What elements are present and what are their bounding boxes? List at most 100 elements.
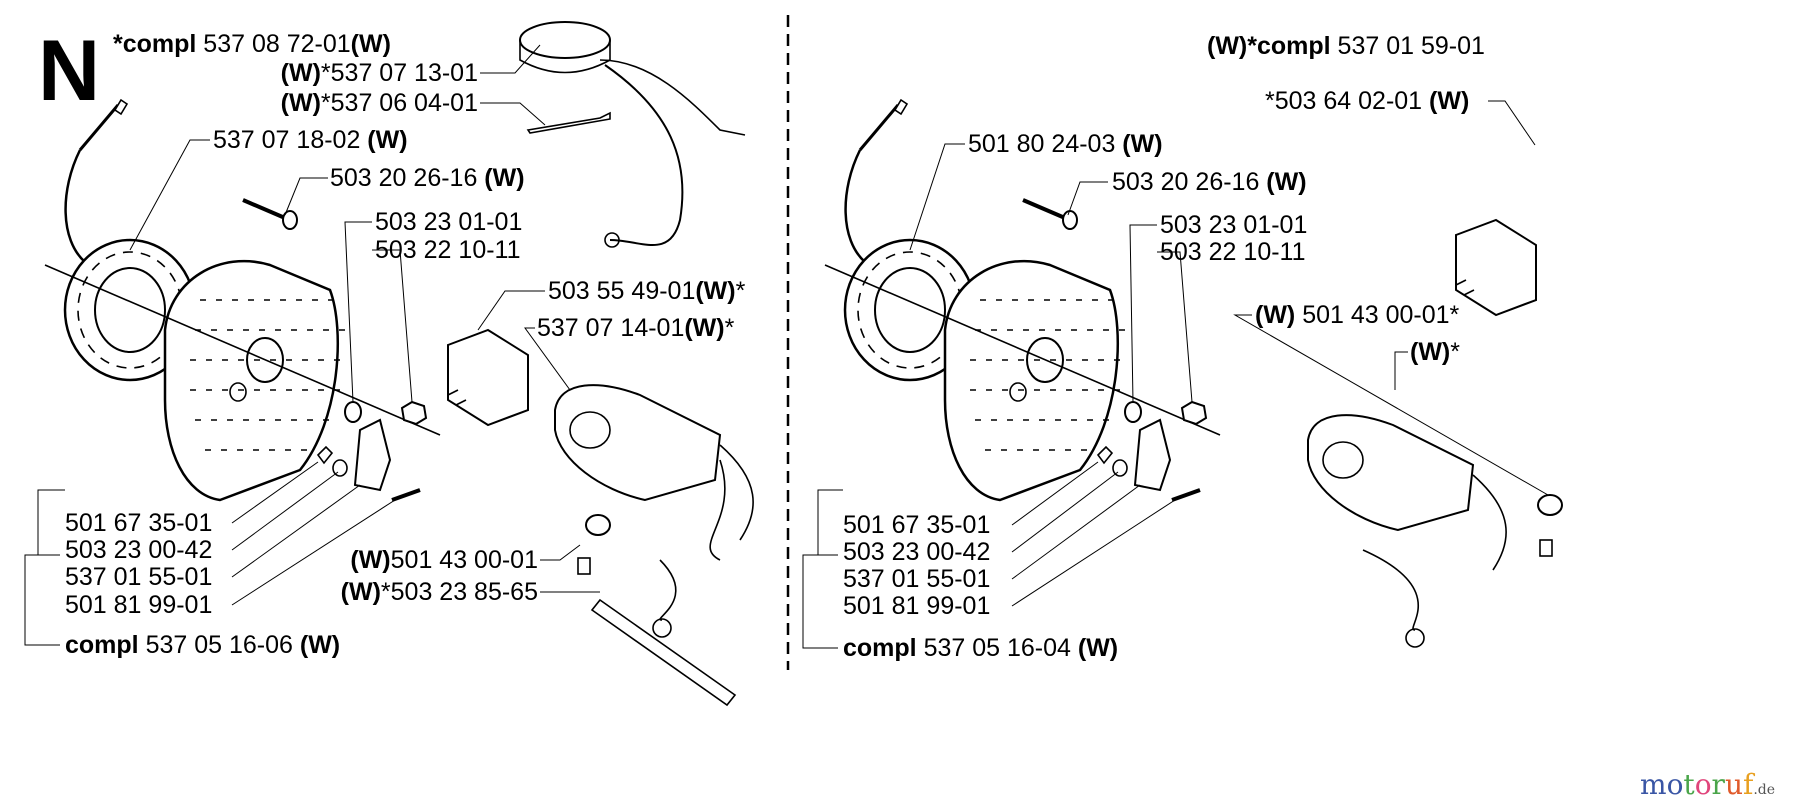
part-number-label: 503 23 01-01 [375,208,522,236]
label-text-part: 503 23 00-42 [65,536,213,564]
ignition-module-small-left [554,384,754,638]
label-text-part: 537 07 14-01 [537,314,685,342]
label-text-part: 537 08 72-01 [196,30,351,58]
label-bold-part: compl [65,631,139,659]
label-bold-part: (W) [299,631,341,659]
watermark-text: motoruf [1640,768,1753,801]
label-text-part: 503 23 01-01 [1160,211,1308,239]
label-bold-part: (W) [1429,87,1470,115]
label-text-part: 503 20 26-16 [1112,168,1267,196]
part-number-label: 501 81 99-01 [65,591,212,619]
ignition-module-right [843,98,977,382]
part-number-label: (W)* [1410,338,1460,366]
grommet-left [585,514,611,536]
label-text-part: 537 07 18-02 [213,126,368,154]
label-text-part: 537 05 16-04 [916,634,1078,662]
section-letter: N [38,23,101,119]
watermark-letter: f [1742,768,1754,801]
label-text-part: 501 67 35-01 [843,511,991,539]
part-number-label: 503 20 26-16 (W) [330,164,525,192]
tube-left [590,598,737,707]
watermark-letter: o [1694,768,1712,801]
part-number-label: compl 537 05 16-04 (W) [843,634,1118,662]
label-text-part: 501 43 00-01 [390,546,538,574]
washer-left [344,401,362,423]
leader-lines-left [24,44,600,646]
part-number-label: 501 80 24-03 (W) [968,130,1163,158]
part-number-label: 537 01 55-01 [65,563,212,591]
watermark-letter: r [1711,768,1725,801]
part-number-label: 501 67 35-01 [65,509,212,537]
flywheel-right [824,198,1221,502]
label-text-part: 503 55 49-01 [548,277,696,305]
part-number-label: (W)*503 23 85-65 [341,578,538,606]
watermark-letter: t [1683,768,1695,801]
nut-left [400,400,428,426]
part-number-label: *503 64 02-01 (W) [1265,87,1469,115]
label-text-part: 501 80 24-03 [968,130,1123,158]
watermark-tld: .de [1753,782,1776,798]
label-text-part: 537 05 16-06 [138,631,300,659]
stop-switch-right [1455,218,1537,317]
ignition-coil-top [519,21,746,248]
stop-switch-left [447,328,529,427]
label-text-part: 501 67 35-01 [65,509,213,537]
label-bold-part: (W) [1255,301,1296,329]
crank-axis-left [44,264,441,436]
label-text-part: 537 01 55-01 [65,563,213,591]
terminal-right [1539,539,1553,557]
label-text-part: 503 23 00-42 [843,538,991,566]
label-bold-part: (W) [280,89,321,117]
label-text-part: 537 01 55-01 [843,565,991,593]
label-text-part: *537 07 13-01 [320,59,478,87]
label-text-part: 503 22 10-11 [375,236,521,264]
part-number-label: 503 55 49-01(W)* [548,277,745,305]
part-number-label: (W)*compl 537 01 59-01 [1207,32,1485,60]
pawl-left [353,418,392,492]
part-number-label: (W)*537 07 13-01 [281,59,478,87]
terminal-left [577,557,591,575]
label-bold-part: (W) [1077,634,1119,662]
label-bold-part: (W) [684,314,725,342]
label-bold-part: (W) [350,30,391,58]
watermark-logo: motoruf.de [1640,770,1775,805]
key-left [316,445,334,465]
part-number-label: *compl 537 08 72-01(W) [113,30,391,58]
flywheel-left [163,259,345,502]
label-bold-part: (W) [1122,130,1163,158]
part-number-label: 503 20 26-16 (W) [1112,168,1307,196]
label-text-part: * [724,314,735,342]
grommet-right [1537,494,1563,516]
part-number-label: 503 23 00-42 [843,538,990,566]
part-number-label: 537 07 18-02 (W) [213,126,408,154]
part-number-label: (W)*537 06 04-01 [281,89,478,117]
label-text-part: 501 43 00-01* [1295,301,1460,329]
ignition-module-left [63,98,197,382]
label-bold-part: *compl [1247,32,1331,60]
label-bold-part: (W) [340,578,381,606]
label-bold-part: compl [843,634,917,662]
part-number-label: 537 07 14-01(W)* [537,314,734,342]
washer2-left [332,459,348,477]
label-text-part: *503 64 02-01 [1265,87,1430,115]
label-text-part: * [735,277,746,305]
label-text-part: *503 23 85-65 [380,578,538,606]
label-text-part: 503 22 10-11 [1160,238,1306,266]
label-text-part: *537 06 04-01 [320,89,478,117]
leader-lines-right [802,100,1549,649]
label-text-part: * [1450,338,1460,366]
label-text-part: 503 20 26-16 [330,164,485,192]
label-bold-part: (W) [367,126,408,154]
label-bold-part: (W) [484,164,525,192]
part-number-label: 503 23 00-42 [65,536,212,564]
label-bold-part: (W) [1207,32,1248,60]
label-bold-part: *compl [113,30,197,58]
watermark-letter: o [1666,768,1684,801]
label-bold-part: (W) [1266,168,1307,196]
part-number-label: 503 22 10-11 [1160,238,1306,266]
label-text-part: 537 01 59-01 [1330,32,1485,60]
part-number-label: 501 81 99-01 [843,592,990,620]
part-number-label: 501 67 35-01 [843,511,990,539]
